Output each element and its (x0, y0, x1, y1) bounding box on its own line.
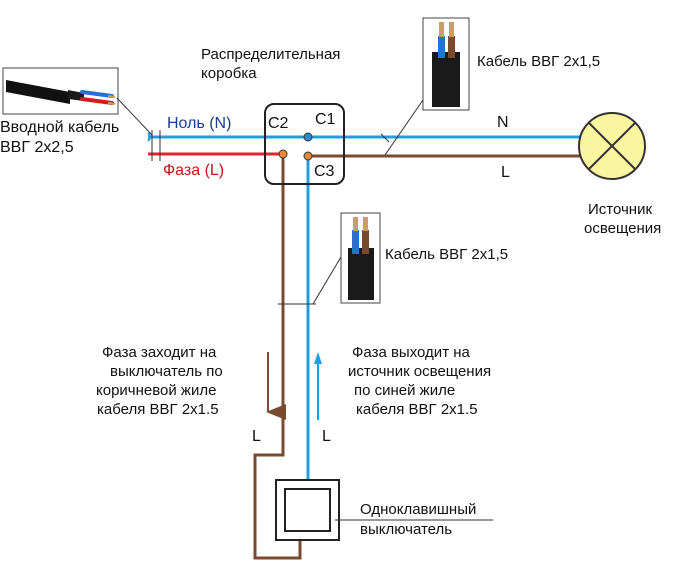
l-up-label: L (322, 428, 331, 445)
switch-icon (275, 479, 340, 541)
terminal-c3 (303, 151, 313, 161)
cable-mid-label: Кабель ВВГ 2х1,5 (385, 246, 508, 263)
input-cable-label-2: ВВГ 2х2,5 (0, 139, 74, 156)
input-cable-label-1: Вводной кабель (0, 119, 119, 136)
phase-in-label-3: коричневой жиле (96, 382, 216, 399)
l-wire-label: L (501, 164, 510, 181)
light-source-label-1: Источник (588, 201, 652, 218)
phase-out-label-2: источник освещения (348, 363, 491, 380)
phase-in-label-1: Фаза заходит на (102, 344, 217, 361)
phase-in-label-4: кабеля ВВГ 2х1.5 (97, 401, 219, 418)
terminal-c1 (303, 132, 313, 142)
top-cable-photo-icon (422, 17, 470, 111)
c3-label: С3 (314, 163, 335, 180)
switch-label-2: выключатель (360, 521, 452, 538)
phase-out-label-4: кабеля ВВГ 2х1.5 (356, 401, 478, 418)
lamp-icon (578, 112, 646, 180)
arrow-up-icon (314, 352, 322, 420)
junction-box (264, 103, 345, 185)
junction-box-label-1: Распределительная (201, 46, 340, 63)
terminal-c2 (278, 149, 288, 159)
junction-box-label-2: коробка (201, 65, 257, 82)
phase-out-label-1: Фаза выходит на (352, 344, 471, 361)
c2-label: С2 (268, 115, 289, 132)
light-source-label-2: освещения (584, 220, 661, 237)
input-cable-photo-icon (2, 67, 119, 115)
phase-in-label-2: выключатель по (110, 363, 223, 380)
neutral-label: Ноль (N) (167, 115, 231, 132)
cable-top-label: Кабель ВВГ 2х1,5 (477, 53, 600, 70)
l-down-label: L (252, 428, 261, 445)
phase-label: Фаза (L) (163, 162, 224, 179)
mid-cable-photo-icon (340, 212, 381, 304)
phase-out-label-3: по синей жиле (354, 382, 455, 399)
n-wire-label: N (497, 114, 509, 131)
switch-label-1: Одноклавишный (360, 501, 476, 518)
c1-label: С1 (315, 111, 336, 128)
